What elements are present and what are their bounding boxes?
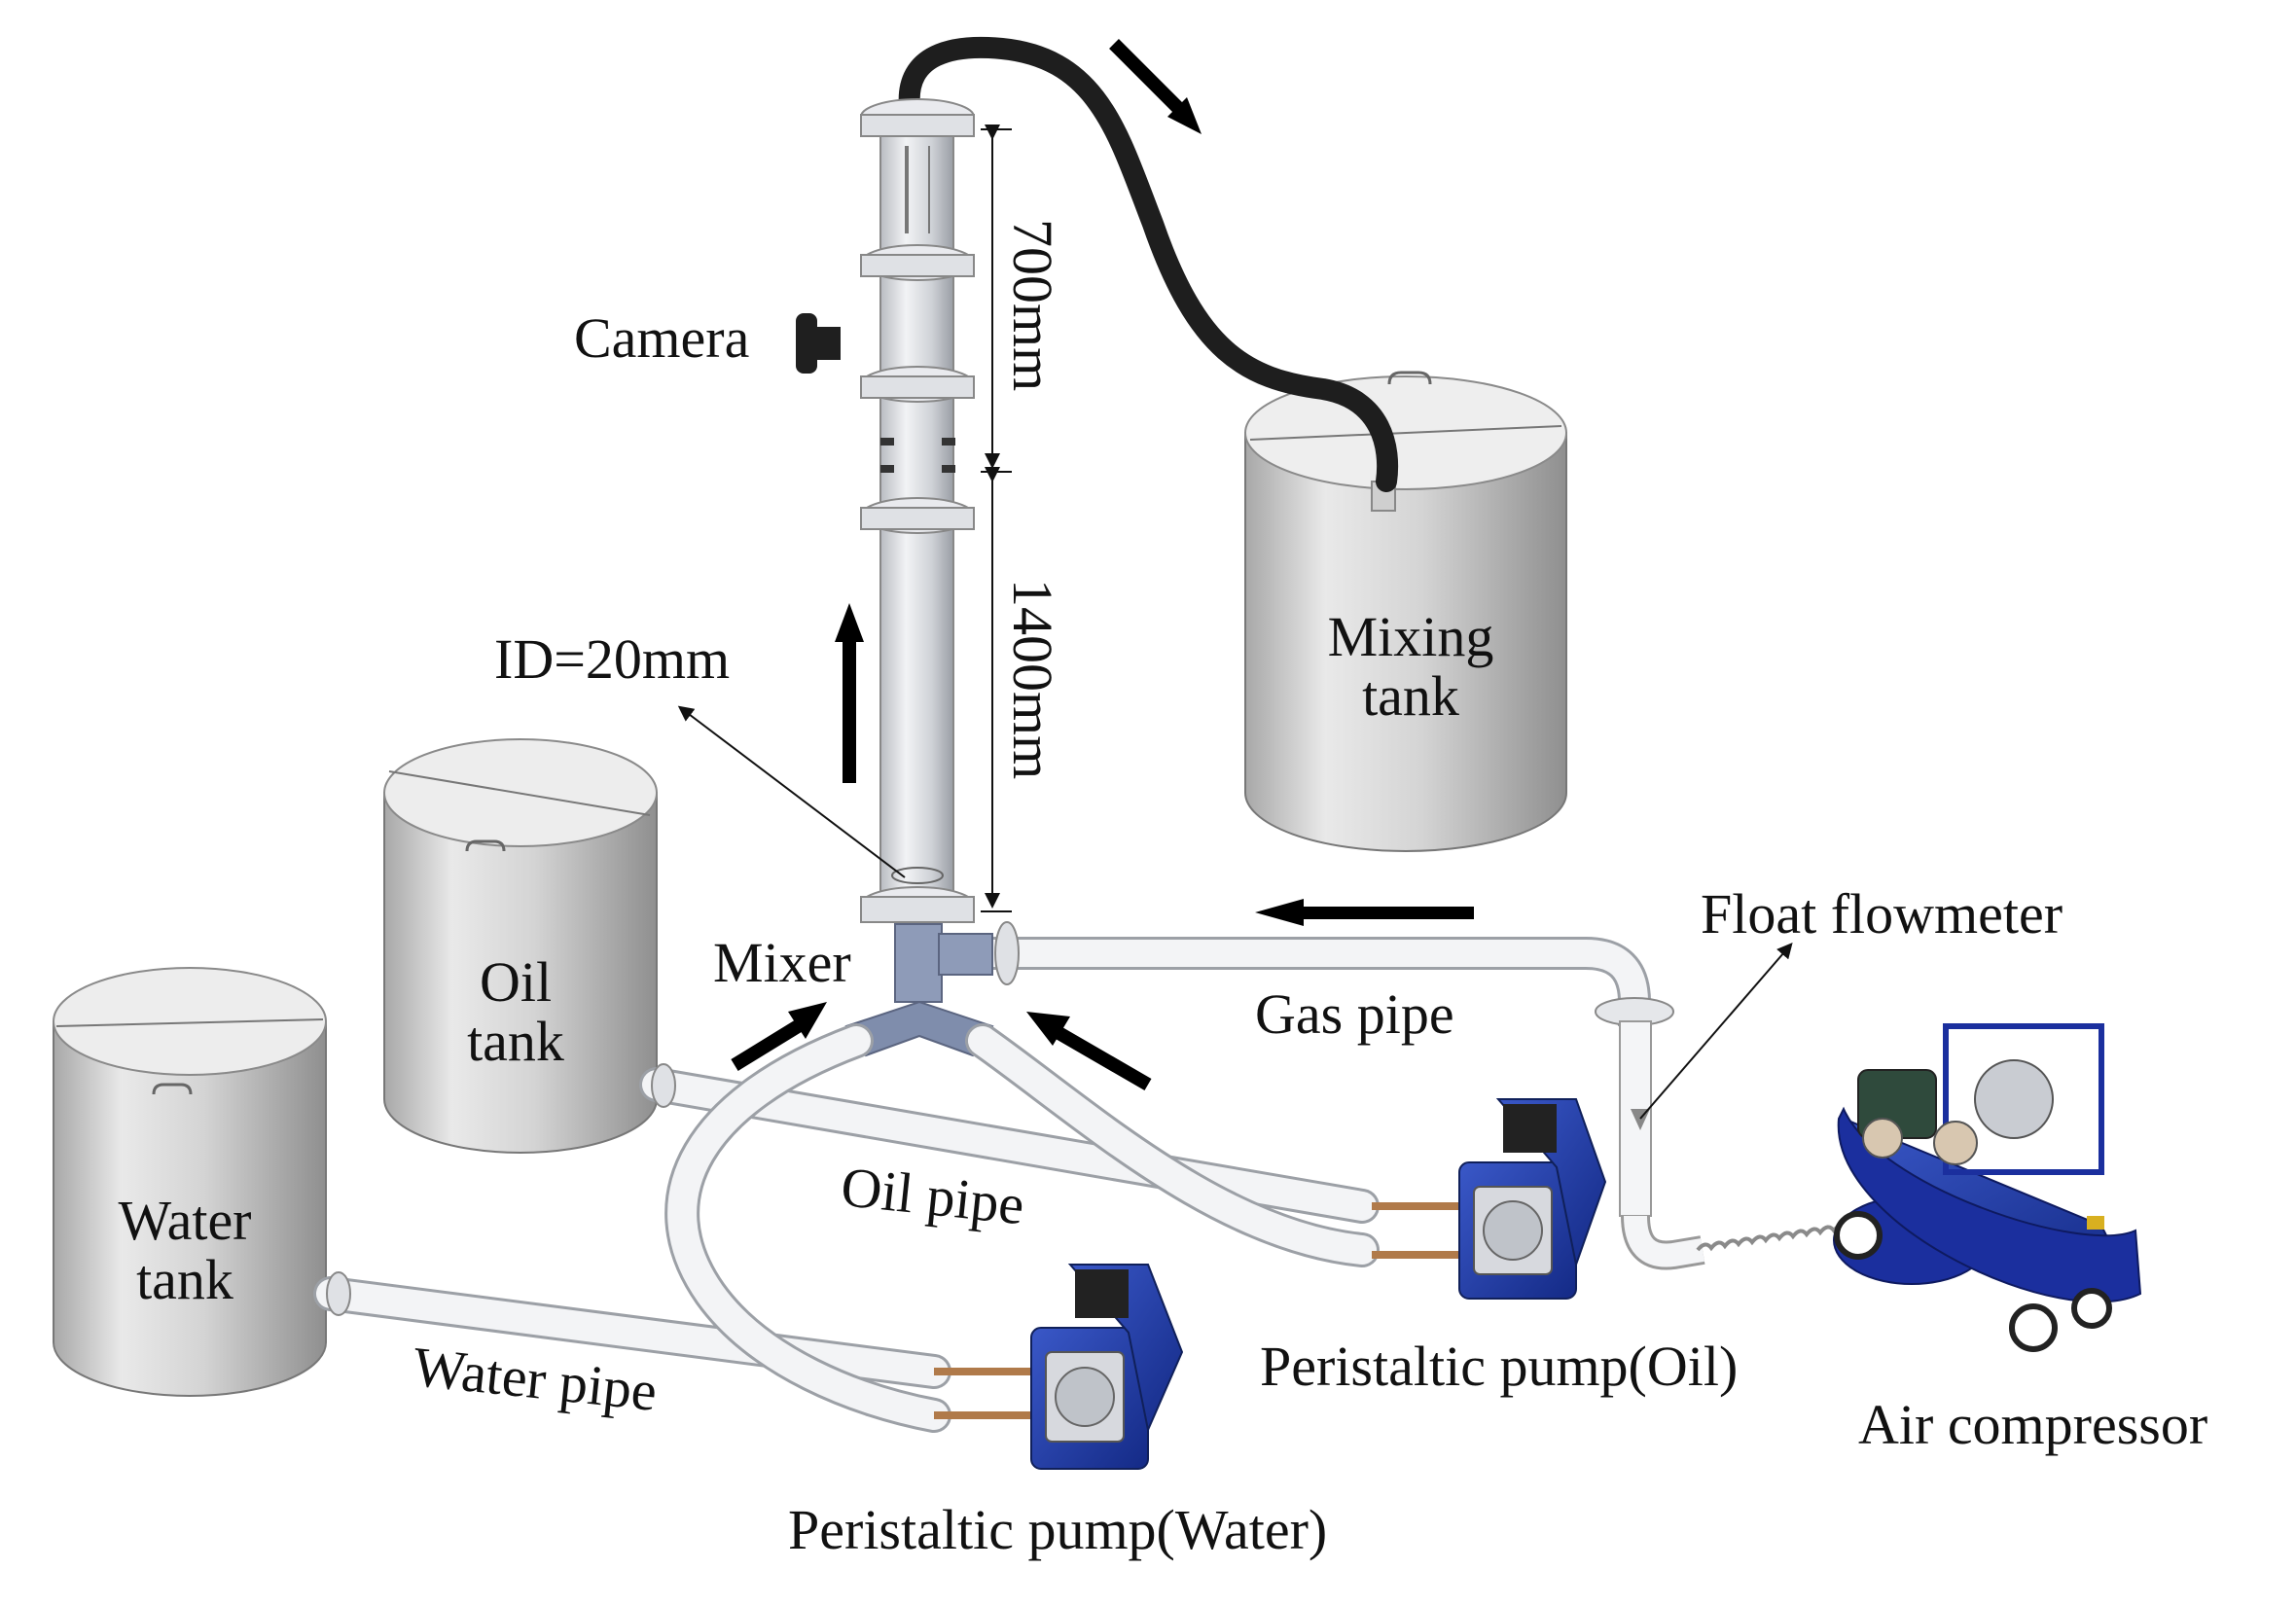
coil-hose: [1696, 1221, 1863, 1252]
mixing-tank-label-line2: tank: [1362, 663, 1459, 728]
camera-label: Camera: [574, 306, 750, 370]
float-flowmeter-label: Float flowmeter: [1701, 882, 2063, 945]
up-flow-arrow: [835, 603, 864, 783]
water-pipe: [313, 1271, 951, 1389]
mixer: [844, 923, 994, 1057]
mixing-tank-label-line1: Mixing: [1327, 605, 1494, 668]
pump-water-label: Peristaltic pump(Water): [788, 1498, 1328, 1561]
float-flowmeter: [1619, 1020, 1705, 1270]
peristaltic-pump-oil: [1372, 1098, 1607, 1300]
gas-pipe: [992, 921, 1674, 1026]
air-compressor-label: Air compressor: [1858, 1393, 2208, 1456]
mixer-label: Mixer: [713, 931, 851, 994]
water-tank-label: Water tank: [78, 1189, 292, 1311]
mixing-tank: [1244, 371, 1567, 852]
gas-pipe-label: Gas pipe: [1255, 982, 1454, 1046]
oil-tank: [383, 738, 658, 1154]
gas-flow-arrow: [1255, 899, 1474, 926]
air-compressor: [1833, 1023, 2142, 1352]
dimension-700-label: 700mm: [1001, 219, 1064, 392]
oil-inflow-arrow: [731, 1002, 827, 1071]
pump-oil-label: Peristaltic pump(Oil): [1260, 1335, 1739, 1398]
water-inflow-arrow: [1026, 1012, 1152, 1091]
peristaltic-pump-water: [934, 1264, 1184, 1470]
return-hose: [898, 36, 1399, 492]
water-tank-label-line1: Water: [118, 1189, 252, 1252]
flow-arrows: [731, 39, 1474, 1091]
id-leader-line: [677, 705, 906, 878]
test-column: [860, 98, 975, 923]
mixing-tank-label: Mixing tank: [1304, 605, 1518, 728]
flowmeter-leader-line: [1639, 942, 1793, 1120]
dimension-lines: [981, 125, 1012, 912]
camera-icon: [796, 313, 841, 374]
dimension-1400-label: 1400mm: [1001, 579, 1064, 780]
water-tank-label-line2: tank: [136, 1247, 233, 1311]
hose-flow-arrow: [1109, 39, 1202, 134]
oil-tank-label: Oil tank: [418, 950, 613, 1073]
oil-tank-label-line1: Oil: [479, 950, 553, 1014]
oil-tank-label-line2: tank: [467, 1009, 564, 1073]
inner-diameter-label: ID=20mm: [494, 627, 731, 691]
oil-pipe: [639, 1063, 1380, 1224]
water-tank: [53, 967, 327, 1397]
